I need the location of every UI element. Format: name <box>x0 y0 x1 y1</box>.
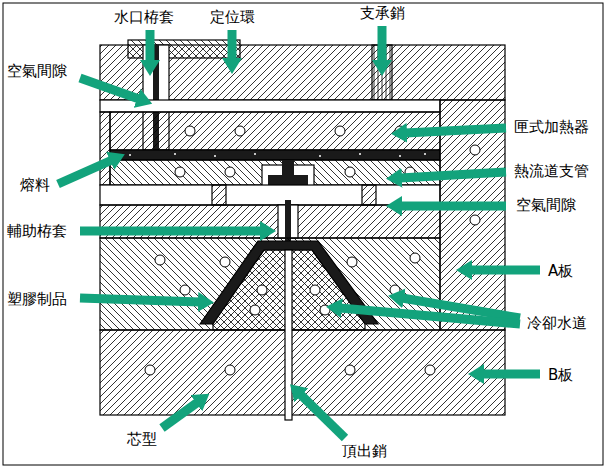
callout-arrows <box>405 128 506 133</box>
part-label: 輔助栫套 <box>5 222 69 240</box>
cooling-channels <box>145 365 155 375</box>
callout-arrows <box>80 298 200 302</box>
melt-speckle <box>214 155 216 157</box>
cooling-channels <box>180 285 190 295</box>
callout-arrows <box>80 227 262 236</box>
melt-speckle <box>359 153 361 155</box>
cooling-channels <box>145 126 480 375</box>
part-label: 定位環 <box>208 8 257 26</box>
callout-arrows <box>400 202 506 211</box>
mold-section <box>285 250 292 420</box>
cooling-channels <box>235 126 245 136</box>
mold-section <box>110 150 440 160</box>
cooling-channels <box>345 365 355 375</box>
melt-speckle <box>174 153 176 155</box>
cooling-channels <box>320 305 330 315</box>
callout-arrows <box>58 26 540 438</box>
cooling-channels <box>470 145 480 155</box>
part-label: 支承銷 <box>358 4 407 22</box>
callout-arrows <box>146 30 155 62</box>
part-label: 空氣間隙 <box>5 62 69 80</box>
cooling-channels <box>185 126 195 136</box>
part-label: 塑膠制品 <box>5 290 69 308</box>
cooling-channels <box>250 305 260 315</box>
callout-arrows <box>300 394 345 438</box>
cooling-channels <box>155 255 165 265</box>
callout-arrows <box>378 26 387 62</box>
mold-section <box>212 185 226 205</box>
part-label: A板 <box>546 262 575 280</box>
callout-arrows <box>162 402 198 428</box>
part-label: 熔料 <box>18 176 52 194</box>
cooling-channels <box>225 167 235 177</box>
melt-speckle <box>129 153 426 157</box>
frame <box>3 3 603 465</box>
part-label: 頂出銷 <box>340 442 389 460</box>
callout-arrows <box>470 266 540 275</box>
part-label: 冷卻水道 <box>525 314 589 332</box>
cooling-channels <box>225 365 235 375</box>
cooling-channels <box>425 365 435 375</box>
callout-arrows <box>340 308 520 324</box>
callout-arrows <box>228 30 237 60</box>
mold-section <box>362 185 376 205</box>
cooling-channels <box>470 215 480 225</box>
callout-arrows <box>58 160 112 184</box>
part-label: 空氣間隙 <box>514 196 578 214</box>
mold-section <box>100 185 440 205</box>
melt-speckle <box>129 154 131 156</box>
cooling-channels <box>347 257 357 267</box>
cooling-channels <box>345 167 355 177</box>
mold-section <box>100 112 110 185</box>
melt-speckle <box>254 153 256 155</box>
cooling-channels <box>175 167 185 177</box>
part-label: 熱流道支管 <box>512 162 591 180</box>
melt-speckle <box>319 155 321 157</box>
cooling-channels <box>395 126 405 136</box>
cooling-channels <box>335 126 345 136</box>
part-label: 匣式加熱器 <box>512 118 591 136</box>
callout-arrows <box>80 78 139 99</box>
cooling-channels <box>410 253 420 263</box>
cooling-channels <box>390 285 400 295</box>
mold-section <box>100 100 440 112</box>
part-label: 水口栫套 <box>112 8 176 26</box>
mold-section <box>110 112 440 150</box>
melt-speckle <box>424 153 426 155</box>
callout-arrows <box>482 370 540 379</box>
part-label: B板 <box>546 366 575 384</box>
cooling-channels <box>257 285 267 295</box>
callout-arrows <box>400 172 506 178</box>
cooling-channels <box>220 257 230 267</box>
part-label: 芯型 <box>125 430 159 448</box>
melt-speckle <box>399 155 401 157</box>
cooling-channels <box>310 285 320 295</box>
